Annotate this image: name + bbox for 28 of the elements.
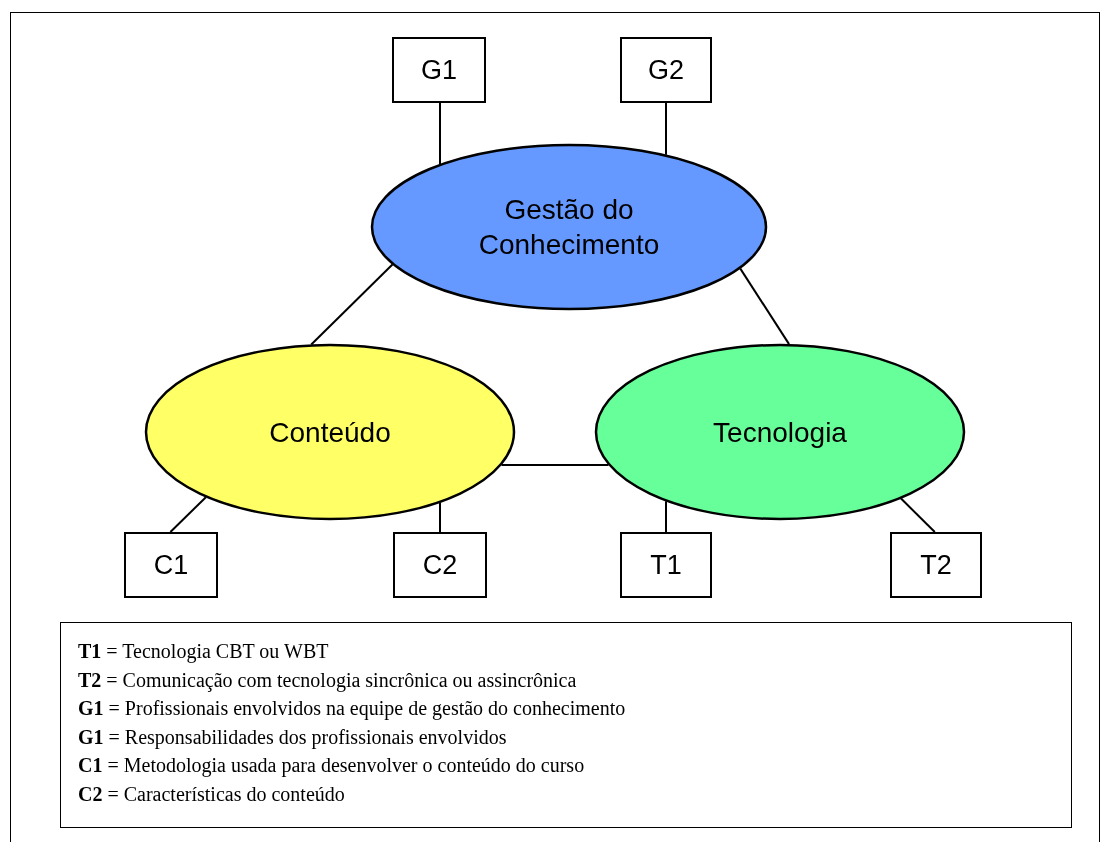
connector-line: [500, 464, 610, 466]
code-box: G2: [620, 37, 712, 103]
connector-line: [310, 263, 394, 346]
ellipse-node: [145, 344, 515, 520]
connector-line: [169, 496, 207, 533]
node-label: Tecnologia: [713, 415, 847, 450]
node-label: Conteúdo: [269, 415, 391, 450]
connector-line: [665, 102, 667, 156]
connector-line: [665, 500, 667, 533]
connector-line: [739, 267, 791, 346]
ellipse-node: [371, 144, 767, 310]
key-panel: [60, 622, 1072, 828]
key-entry: C1 = Metodologia usada para desenvolver o conteúdo do curso: [78, 753, 585, 779]
key-entry: G1 = Profissionais envolvidos na equipe de gestão do conhecimento: [78, 696, 626, 722]
connector-line: [900, 497, 936, 533]
code-box: T1: [620, 532, 712, 598]
connector-line: [439, 501, 441, 533]
connector-line: [439, 102, 441, 166]
ellipse-node: [595, 344, 965, 520]
node-label: Gestão do Conhecimento: [477, 193, 661, 262]
code-box: C1: [124, 532, 218, 598]
key-entry: G1 = Responsabilidades dos profissionais envolvidos: [78, 724, 507, 751]
code-box: T2: [890, 532, 982, 598]
code-box: G1: [392, 37, 486, 103]
key-entry: T1 = Tecnologia CBT ou WBT: [78, 639, 329, 665]
code-box: C2: [393, 532, 487, 598]
key-entry: T2 = Comunicação com tecnologia sincrônica ou assincrônica: [78, 667, 577, 694]
key-entry: C2 = Características do conteúdo: [78, 781, 345, 807]
